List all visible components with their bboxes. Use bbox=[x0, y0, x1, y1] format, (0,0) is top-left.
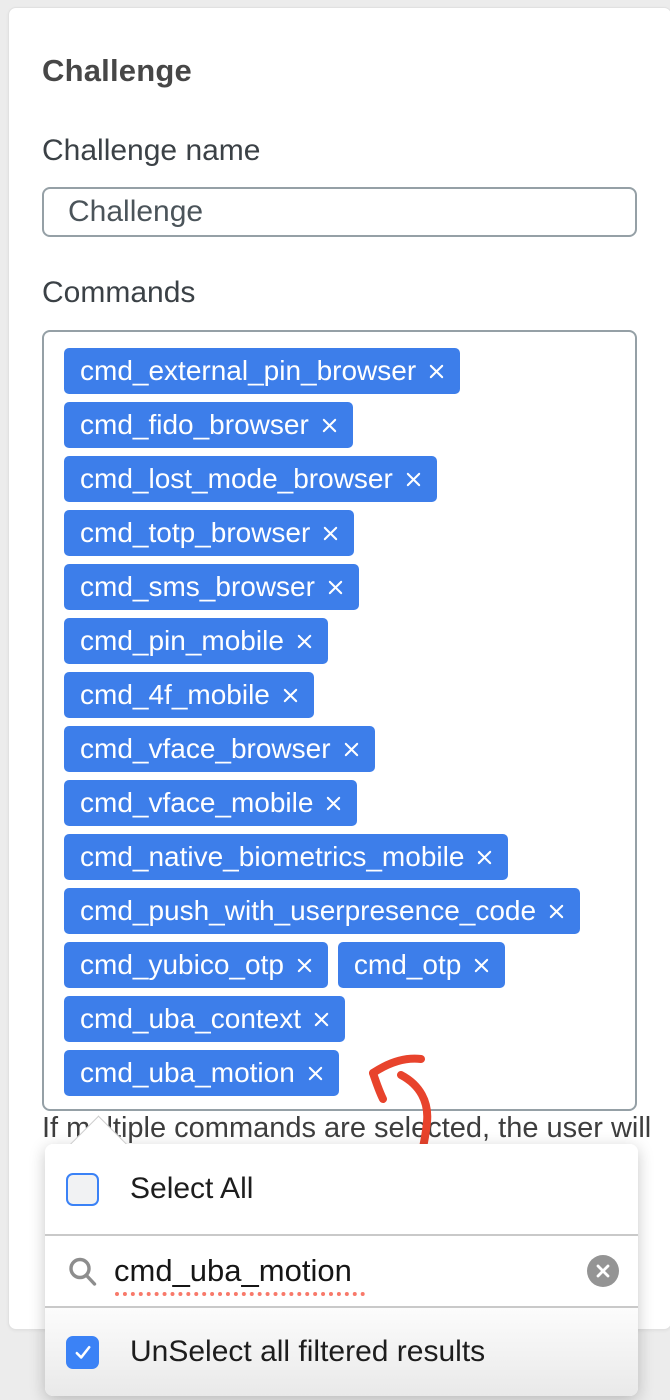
command-tag[interactable]: cmd_lost_mode_browser bbox=[64, 456, 437, 502]
filter-search-input[interactable] bbox=[114, 1253, 514, 1289]
command-tag-label: cmd_pin_mobile bbox=[80, 625, 284, 656]
tag-row: cmd_push_with_userpresence_code bbox=[64, 888, 617, 934]
command-tag[interactable]: cmd_fido_browser bbox=[64, 402, 353, 448]
command-tag[interactable]: cmd_sms_browser bbox=[64, 564, 359, 610]
tag-row: cmd_yubico_otp cmd_otp bbox=[64, 942, 617, 988]
tag-row: cmd_fido_browser bbox=[64, 402, 617, 448]
unselect-filtered-label: UnSelect all filtered results bbox=[130, 1335, 486, 1368]
search-row bbox=[45, 1236, 638, 1306]
remove-tag-icon[interactable] bbox=[307, 1065, 324, 1082]
command-tag[interactable]: cmd_otp bbox=[337, 942, 506, 988]
clear-search-button[interactable] bbox=[587, 1255, 619, 1287]
page-title: Challenge bbox=[42, 52, 192, 88]
command-tag[interactable]: cmd_uba_context bbox=[64, 996, 346, 1042]
commands-multiselect[interactable]: cmd_external_pin_browser cmd_fido_browser… bbox=[42, 330, 637, 1111]
search-text-wrap bbox=[114, 1253, 514, 1296]
commands-dropdown-panel: Select All UnSelect all filtered results bbox=[45, 1115, 638, 1396]
tag-row: cmd_vface_mobile bbox=[64, 780, 617, 826]
command-tag-label: cmd_external_pin_browser bbox=[80, 355, 417, 386]
tag-row: cmd_uba_context bbox=[64, 996, 617, 1042]
remove-tag-icon[interactable] bbox=[428, 363, 445, 380]
remove-tag-icon[interactable] bbox=[476, 849, 493, 866]
remove-tag-icon[interactable] bbox=[343, 741, 360, 758]
divider bbox=[45, 1234, 638, 1236]
commands-helper-text: If multiple commands are selected, the u… bbox=[42, 1112, 652, 1144]
divider bbox=[45, 1306, 638, 1308]
challenge-name-label: Challenge name bbox=[42, 134, 261, 167]
command-tag-label: cmd_lost_mode_browser bbox=[80, 463, 393, 494]
command-tag-rows: cmd_external_pin_browser cmd_fido_browser… bbox=[64, 348, 617, 1096]
remove-tag-icon[interactable] bbox=[296, 633, 313, 650]
command-tag-label: cmd_vface_mobile bbox=[80, 787, 314, 818]
command-tag-label: cmd_uba_context bbox=[80, 1003, 302, 1034]
tag-row: cmd_pin_mobile bbox=[64, 618, 617, 664]
unselect-filtered-checkbox[interactable] bbox=[66, 1335, 99, 1369]
command-tag[interactable]: cmd_totp_browser bbox=[64, 510, 355, 556]
tag-row: cmd_sms_browser bbox=[64, 564, 617, 610]
remove-tag-icon[interactable] bbox=[405, 471, 422, 488]
command-tag-label: cmd_sms_browser bbox=[80, 571, 315, 602]
search-icon bbox=[69, 1257, 97, 1286]
command-tag[interactable]: cmd_yubico_otp bbox=[64, 942, 328, 988]
command-tag[interactable]: cmd_pin_mobile bbox=[64, 618, 328, 664]
tag-row: cmd_external_pin_browser bbox=[64, 348, 617, 394]
command-tag-label: cmd_fido_browser bbox=[80, 409, 309, 440]
command-tag-label: cmd_4f_mobile bbox=[80, 679, 270, 710]
tag-row: cmd_native_biometrics_mobile bbox=[64, 834, 617, 880]
command-tag-label: cmd_push_with_userpresence_code bbox=[80, 895, 537, 926]
spellcheck-underline bbox=[115, 1292, 365, 1296]
remove-tag-icon[interactable] bbox=[548, 903, 565, 920]
command-tag[interactable]: cmd_4f_mobile bbox=[64, 672, 314, 718]
remove-tag-icon[interactable] bbox=[473, 957, 490, 974]
command-tag[interactable]: cmd_native_biometrics_mobile bbox=[64, 834, 509, 880]
remove-tag-icon[interactable] bbox=[327, 579, 344, 596]
commands-label: Commands bbox=[42, 276, 196, 309]
select-all-label: Select All bbox=[130, 1172, 254, 1205]
command-tag[interactable]: cmd_external_pin_browser bbox=[64, 348, 461, 394]
tag-row: cmd_uba_motion bbox=[64, 1050, 617, 1096]
remove-tag-icon[interactable] bbox=[313, 1011, 330, 1028]
command-tag-label: cmd_vface_browser bbox=[80, 733, 331, 764]
command-tag[interactable]: cmd_vface_browser bbox=[64, 726, 375, 772]
x-circle-icon bbox=[596, 1264, 610, 1278]
unselect-filtered-row[interactable]: UnSelect all filtered results bbox=[45, 1308, 638, 1396]
tag-row: cmd_4f_mobile bbox=[64, 672, 617, 718]
remove-tag-icon[interactable] bbox=[322, 525, 339, 542]
tag-row: cmd_totp_browser bbox=[64, 510, 617, 556]
tag-row: cmd_vface_browser bbox=[64, 726, 617, 772]
tag-row: cmd_lost_mode_browser bbox=[64, 456, 617, 502]
command-tag-label: cmd_yubico_otp bbox=[80, 949, 284, 980]
command-tag[interactable]: cmd_uba_motion bbox=[64, 1050, 339, 1096]
command-tag-label: cmd_totp_browser bbox=[80, 517, 311, 548]
command-tag[interactable]: cmd_push_with_userpresence_code bbox=[64, 888, 581, 934]
annotation-arrow bbox=[369, 1054, 432, 1156]
command-tag-label: cmd_otp bbox=[353, 949, 462, 980]
command-tag[interactable]: cmd_vface_mobile bbox=[64, 780, 358, 826]
select-all-row[interactable]: Select All bbox=[45, 1144, 638, 1234]
remove-tag-icon[interactable] bbox=[325, 795, 342, 812]
command-tag-label: cmd_native_biometrics_mobile bbox=[80, 841, 465, 872]
challenge-name-input[interactable] bbox=[42, 187, 637, 237]
remove-tag-icon[interactable] bbox=[321, 417, 338, 434]
command-tag-label: cmd_uba_motion bbox=[80, 1057, 295, 1088]
select-all-checkbox[interactable] bbox=[66, 1172, 99, 1206]
remove-tag-icon[interactable] bbox=[282, 687, 299, 704]
remove-tag-icon[interactable] bbox=[296, 957, 313, 974]
